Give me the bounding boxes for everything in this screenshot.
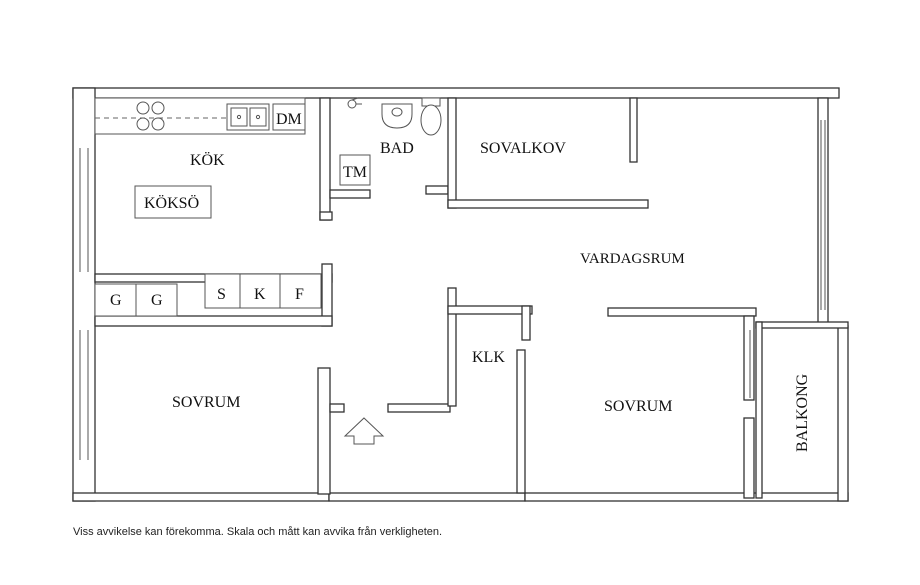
disclaimer-text: Viss avvikelse kan förekomma. Skala och … xyxy=(73,526,443,538)
room-label-vardagsrum: VARDAGSRUM xyxy=(580,251,685,267)
stove-icon xyxy=(136,101,165,131)
cabinet-label-s: S xyxy=(217,286,226,303)
windows-left xyxy=(79,148,89,460)
windows-right xyxy=(820,120,826,310)
shower-icon xyxy=(347,97,362,109)
room-label-koksö: KÖKSÖ xyxy=(144,194,199,212)
room-label-tm: TM xyxy=(343,164,367,181)
room-label-klk: KLK xyxy=(472,349,505,366)
kitchen-counter xyxy=(94,97,306,135)
room-label-bad: BAD xyxy=(380,140,414,157)
bathroom-fixtures xyxy=(339,103,413,186)
cabinet-label-f: F xyxy=(295,286,304,303)
cabinet-row xyxy=(94,273,322,317)
room-label-sovrum-right: SOVRUM xyxy=(604,398,672,415)
toilet-icon xyxy=(420,97,442,136)
cabinet-label-g2: G xyxy=(151,292,163,309)
cabinet-label-g1: G xyxy=(110,292,122,309)
cabinet-label-k: K xyxy=(254,286,266,303)
kitchen-island xyxy=(134,185,212,219)
kitchen-sink-icon xyxy=(226,103,270,131)
room-label-dm: DM xyxy=(276,111,302,128)
outer-walls xyxy=(72,87,849,502)
entrance-arrow-icon xyxy=(343,417,385,445)
room-label-balkong: BALKONG xyxy=(794,373,811,452)
room-label-kok: KÖK xyxy=(190,151,225,169)
room-label-sovalkov: SOVALKOV xyxy=(480,140,566,157)
room-label-sovrum-left: SOVRUM xyxy=(172,394,240,411)
interior-walls xyxy=(94,97,849,499)
